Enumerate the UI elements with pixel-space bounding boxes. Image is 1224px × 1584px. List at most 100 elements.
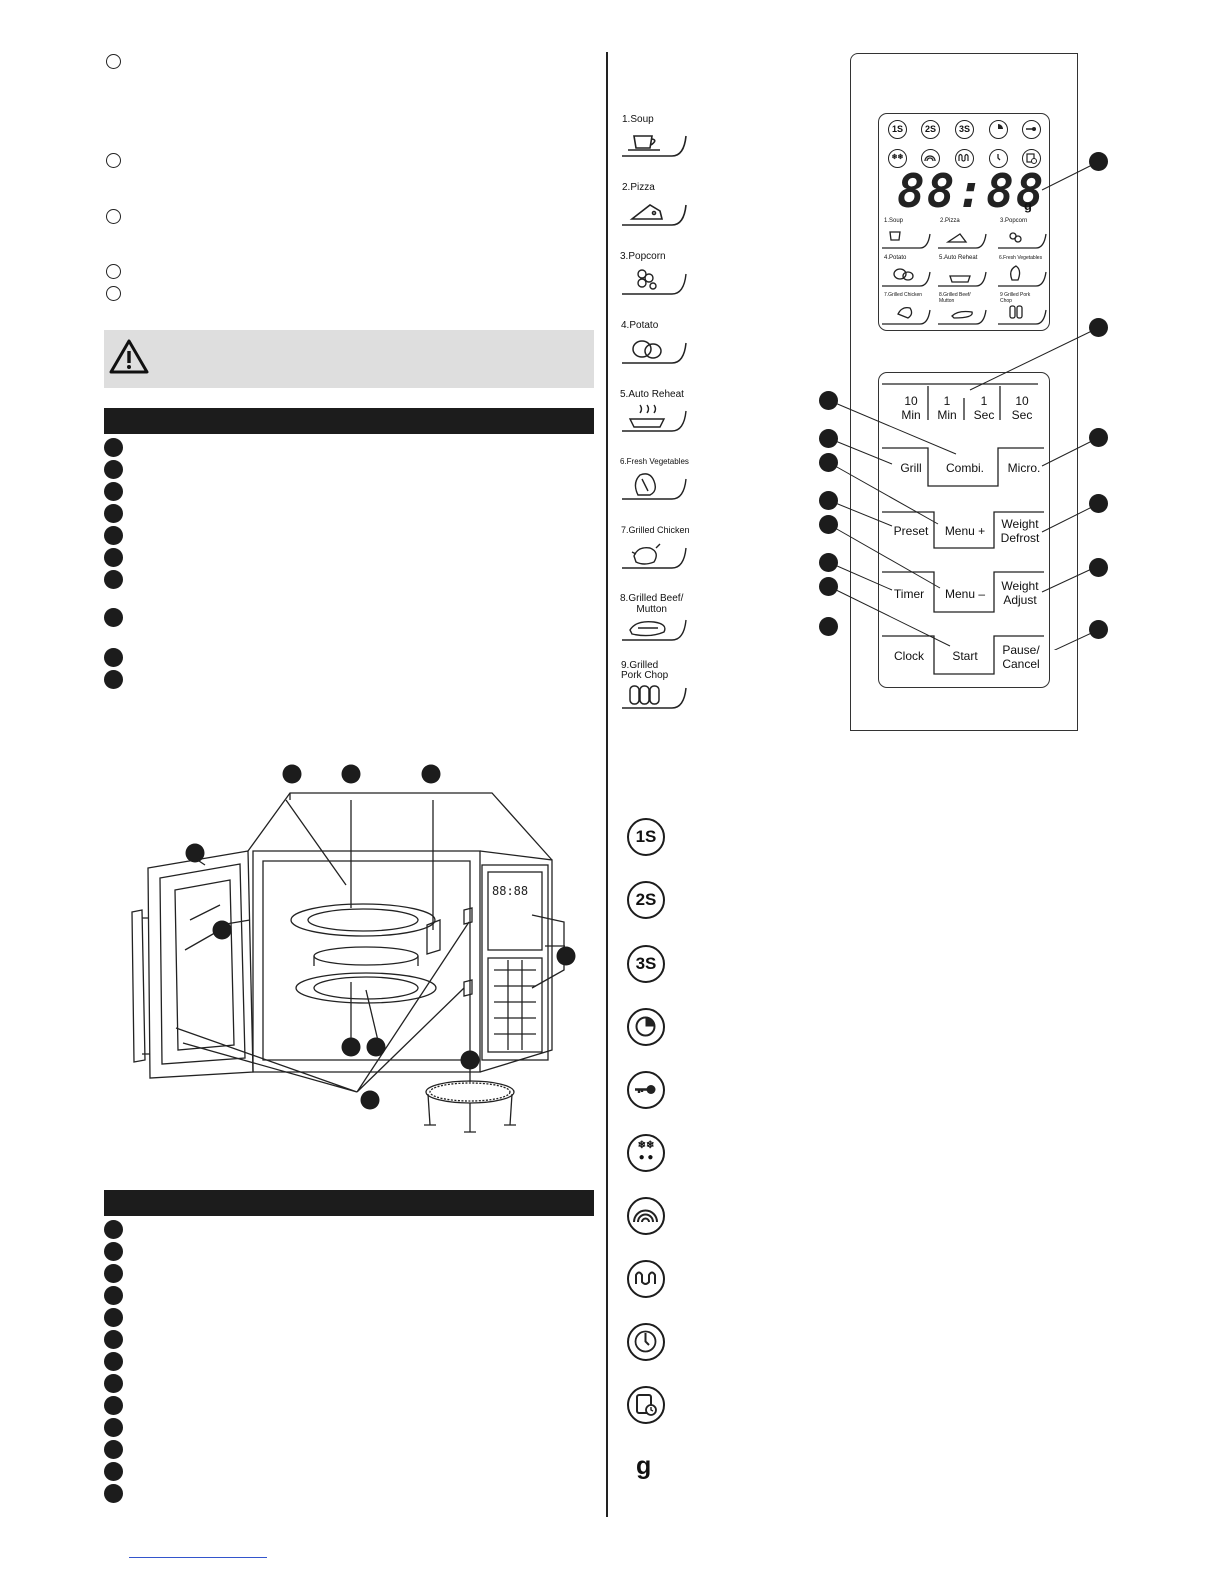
menu-label-grilled-chicken: 7.Grilled Chicken (621, 525, 690, 535)
display-3s-icon: 3S (955, 120, 974, 139)
keypad-dividers (882, 383, 1044, 675)
weight-defrost-button[interactable]: Weight Defrost (1000, 517, 1040, 545)
menu-plus-button[interactable]: Menu + (944, 524, 986, 538)
pause-cancel-button[interactable]: Pause/ Cancel (1002, 643, 1040, 671)
menu-label-grilled-pork-chop: 9.Grilled Pork Chop (621, 660, 669, 681)
key-label: Min (901, 408, 921, 422)
display-menu-label: 8.Grilled Beef/ Mutton (939, 292, 971, 304)
column-divider (606, 52, 608, 1517)
list-marker (106, 54, 121, 69)
key-label: 1 (980, 394, 988, 408)
callout-marker (1089, 558, 1108, 577)
list-marker (104, 1220, 123, 1239)
display-unit: g (1024, 198, 1032, 213)
control-panel (850, 53, 1078, 731)
beef-icon (622, 619, 687, 641)
vegetables-icon (622, 473, 687, 500)
key-lock-icon (1022, 120, 1041, 139)
list-marker (104, 1264, 123, 1283)
timer-button[interactable]: Timer (893, 587, 925, 601)
callout-marker (1089, 152, 1108, 171)
timer-pie-icon (989, 120, 1008, 139)
grill-icon (921, 149, 940, 168)
menu-minus-button[interactable]: Menu – (944, 587, 986, 601)
grill-button[interactable]: Grill (900, 461, 922, 475)
menu-label-potato: 4.Potato (621, 320, 659, 331)
list-marker (106, 153, 121, 168)
display-1s-icon: 1S (888, 120, 907, 139)
clock-button[interactable]: Clock (893, 649, 924, 663)
timer-clock-icon (1022, 149, 1041, 168)
section-header-bar (104, 408, 594, 434)
list-marker (104, 570, 123, 589)
preset-button[interactable]: Preset (893, 524, 929, 538)
symbol-2s-icon: 2S (627, 881, 665, 919)
list-marker (104, 1286, 123, 1305)
potato-icon (622, 340, 687, 364)
list-marker (104, 648, 123, 667)
start-button[interactable]: Start (952, 649, 978, 663)
grill-icon (627, 1197, 665, 1235)
list-marker (106, 264, 121, 279)
callout-marker (1089, 620, 1108, 639)
defrost-icon: ❄❄ (888, 149, 907, 168)
list-marker (104, 670, 123, 689)
list-marker (104, 1418, 123, 1437)
combi-button[interactable]: Combi. (945, 461, 984, 475)
timer-clock-icon (627, 1386, 665, 1424)
display-menu-label: 1.Soup (884, 218, 904, 224)
key-label: Sec (1011, 408, 1033, 422)
display-menu-label: 9 Grilled Pork Chop (1000, 292, 1031, 304)
symbol-1s-icon: 1S (627, 818, 665, 856)
callout-marker (819, 391, 838, 410)
clock-icon (627, 1323, 665, 1361)
key-label: 10 (1015, 394, 1029, 408)
menu-label-pizza: 2.Pizza (622, 182, 655, 193)
microwave-illustration: 88:88 (131, 764, 576, 1133)
reheat-dish-icon (622, 404, 687, 432)
list-marker (104, 438, 123, 457)
key-label: Sec (973, 408, 995, 422)
clock-icon (989, 149, 1008, 168)
list-marker (104, 1330, 123, 1349)
lcd-display (878, 113, 1050, 331)
callout-marker (819, 453, 838, 472)
list-marker (104, 482, 123, 501)
menu-label-fresh-vegetables: 6.Fresh Vegetables (620, 457, 689, 466)
keypad (878, 372, 1050, 688)
microwave-icon (627, 1260, 665, 1298)
list-marker (104, 608, 123, 627)
list-marker (104, 548, 123, 567)
list-marker (106, 209, 121, 224)
pizza-slice-icon (622, 204, 687, 226)
callout-marker (819, 429, 838, 448)
list-marker (104, 504, 123, 523)
soup-bowl-icon (622, 135, 687, 157)
callout-marker (819, 617, 838, 636)
menu-label-soup: 1.Soup (622, 114, 654, 125)
callout-marker (819, 491, 838, 510)
display-menu-buttons (882, 231, 1047, 325)
callout-marker (819, 553, 838, 572)
timer-pie-icon (627, 1008, 665, 1046)
footer-link-underline (129, 1557, 267, 1558)
list-marker (104, 1440, 123, 1459)
microwave-icon (955, 149, 974, 168)
micro-button[interactable]: Micro. (1007, 461, 1041, 475)
display-2s-icon: 2S (921, 120, 940, 139)
list-marker (104, 1374, 123, 1393)
menu-label-grilled-beef: 8.Grilled Beef/ Mutton (620, 593, 684, 615)
svg-text:88:88: 88:88 (492, 884, 528, 898)
display-menu-label: 2.Pizza (940, 218, 960, 224)
chicken-icon (622, 543, 687, 569)
display-menu-label: 6.Fresh Vegetables (999, 255, 1043, 261)
list-marker (104, 1484, 123, 1503)
key-label: 10 (904, 394, 918, 408)
popcorn-icon (622, 269, 687, 295)
display-menu-label: 4.Potato (884, 255, 907, 261)
weight-adjust-button[interactable]: Weight Adjust (1001, 579, 1039, 607)
